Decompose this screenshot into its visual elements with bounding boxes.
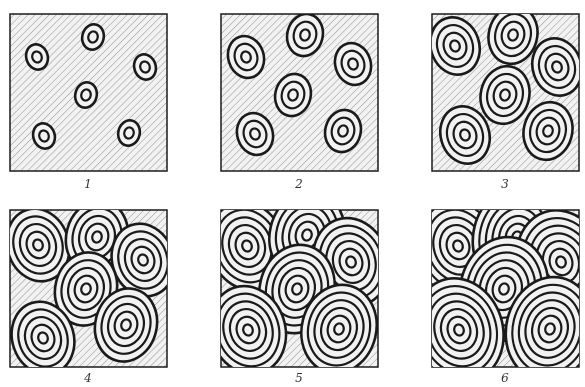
panel-5: 5 (198, 183, 400, 385)
panel-4: 4 (0, 194, 184, 385)
panel-3-caption: 3 (501, 177, 509, 191)
panel-6-caption: 6 (501, 371, 509, 385)
panel-4-caption: 4 (83, 371, 92, 385)
panel-6: 6 (400, 176, 585, 387)
panel-3: 3 (423, 1, 585, 191)
panel-5-caption: 5 (295, 371, 303, 385)
panel-1-caption: 1 (84, 177, 92, 191)
panel-2: 2 (221, 10, 378, 191)
panel-1: 1 (10, 14, 167, 191)
panel-2-caption: 2 (294, 177, 303, 191)
